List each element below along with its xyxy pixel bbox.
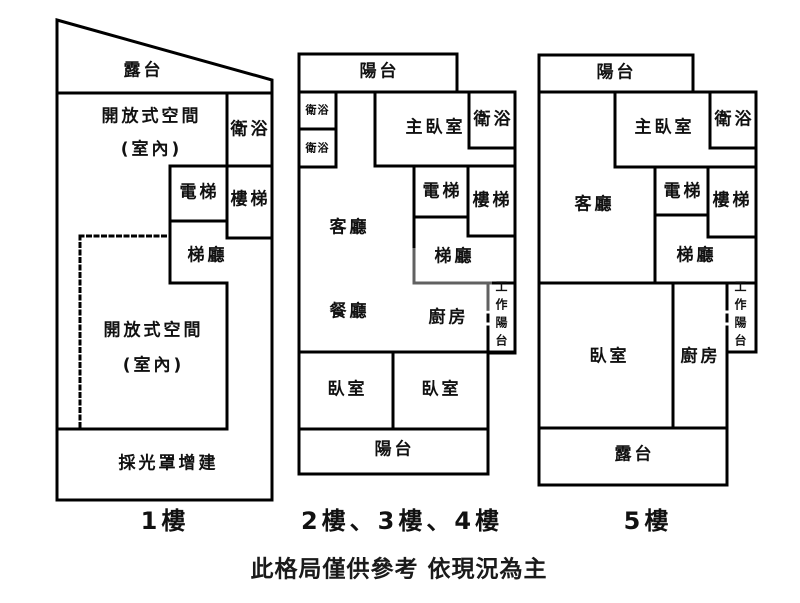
room-balcony-bottom: 陽台 [374,439,415,460]
room-work-balcony: 工作陽台 [494,280,508,352]
room-terrace: 露台 [614,444,655,465]
room-bedroom-2: 臥室 [421,379,462,400]
room-bedroom-1: 臥室 [327,379,368,400]
room-bathroom: 衛浴 [473,109,514,130]
room-bathroom-small-2: 衛浴 [305,141,330,155]
room-terrace: 露台 [123,60,164,81]
room-open-space-lower-sub: (室內) [122,355,185,376]
room-stair-hall: 梯廳 [187,245,228,266]
room-open-space-lower: 開放式空間 [103,320,204,341]
walls-floor-1 [55,18,274,502]
room-kitchen: 廚房 [680,346,721,367]
room-stairs: 樓梯 [230,189,271,210]
room-master-bedroom: 主臥室 [405,117,466,138]
room-open-space-upper: 開放式空間 [101,106,202,127]
room-kitchen: 廚房 [428,307,469,328]
room-bathroom: 衛浴 [714,109,755,130]
floor-caption-1f: 1樓 [140,507,190,535]
walls-floor-5 [537,53,758,487]
walls-floor-2-3-4 [297,52,517,476]
floor-caption-5f: 5樓 [623,507,673,535]
room-bathroom: 衛浴 [230,119,271,140]
floor-caption-2f-3f-4f: 2樓、3樓、4樓 [300,507,504,535]
room-elevator: 電梯 [179,182,220,203]
room-elevator: 電梯 [663,181,704,202]
room-balcony: 陽台 [596,62,637,83]
room-stair-hall: 梯廳 [434,246,475,267]
room-bathroom-small-1: 衛浴 [305,103,330,117]
room-skylight-addition: 採光罩增建 [118,453,219,474]
room-elevator: 電梯 [422,181,463,202]
disclaimer-text: 此格局僅供參考 依現況為主 [250,556,548,583]
room-stairs: 樓梯 [712,190,753,211]
room-stair-hall: 梯廳 [676,245,717,266]
room-open-space-upper-sub: (室內) [120,139,183,160]
room-master-bedroom: 主臥室 [634,117,695,138]
room-work-balcony: 工作陽台 [733,280,747,352]
room-dining-room: 餐廳 [329,301,370,322]
room-living-room: 客廳 [329,217,370,238]
room-bedroom: 臥室 [589,346,630,367]
room-balcony-top: 陽台 [359,61,400,82]
room-stairs: 樓梯 [472,190,513,211]
room-living-room: 客廳 [574,194,615,215]
